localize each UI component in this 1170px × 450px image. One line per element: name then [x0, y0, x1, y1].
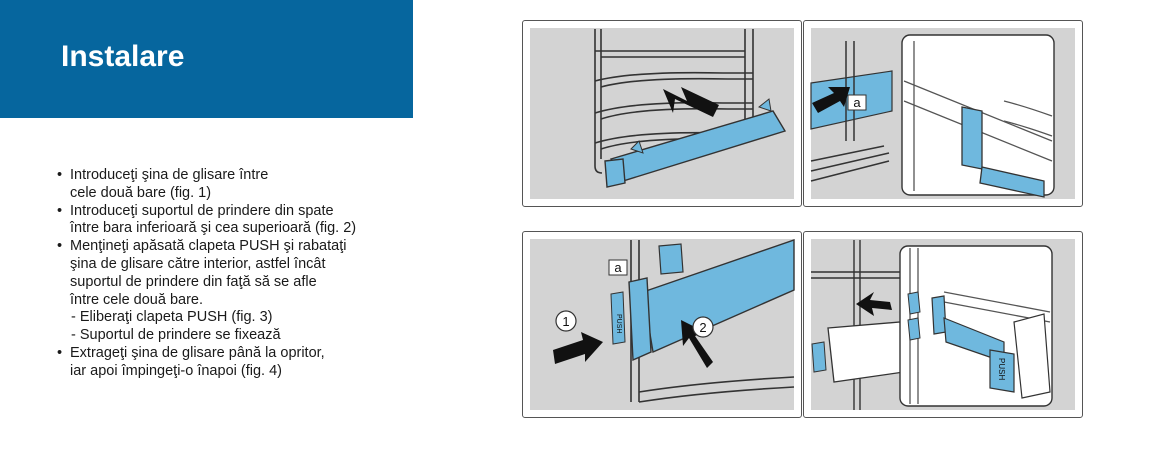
bullet-icon: • [57, 202, 63, 219]
list-item: • Introduceţi suportul de prindere din s… [57, 203, 417, 239]
figure-3-illustration: PUSH a 1 2 [530, 239, 795, 410]
step-line: Introduceţi şina de glisare între [70, 167, 269, 183]
figure-4: PUSH 4 [803, 231, 1083, 418]
marker-2: 2 [699, 320, 706, 335]
step-line: între cele două bare. [70, 291, 204, 308]
push-label: PUSH [997, 358, 1006, 380]
section-header: Instalare [0, 0, 413, 118]
step-line: suportul de prindere din faţă să se afle [70, 273, 317, 290]
step-line: şina de glisare către interior, astfel î… [70, 255, 326, 272]
step-line: între bara inferioară şi cea superioară … [70, 220, 357, 237]
bullet-icon: • [57, 344, 63, 361]
sub-step: - Eliberaţi clapeta PUSH (fig. 3) [71, 309, 273, 326]
marker-1: 1 [562, 314, 569, 329]
bullet-icon: • [57, 167, 63, 183]
figure-1-illustration [530, 28, 794, 199]
bullet-icon: • [57, 238, 63, 255]
callout-label: a [614, 260, 622, 275]
list-item: • Menţineţi apăsată clapeta PUSH şi raba… [57, 238, 417, 345]
list-item: • Extrageţi şina de glisare până la opri… [57, 345, 417, 381]
figure-4-illustration: PUSH [811, 239, 1075, 410]
sub-step: - Suportul de prindere se fixează [71, 327, 281, 344]
step-line: Menţineţi apăsată clapeta PUSH şi rabata… [70, 238, 347, 255]
instruction-list: • Introduceţi şina de glisare între cele… [57, 167, 417, 381]
figure-2: a 2 [803, 20, 1083, 207]
callout-label: a [853, 95, 861, 110]
figure-3: PUSH a 1 2 3 [522, 231, 802, 418]
step-line: Introduceţi suportul de prindere din spa… [70, 202, 334, 219]
page-title: Instalare [61, 40, 185, 73]
step-line: Extrageţi şina de glisare până la oprito… [70, 344, 325, 361]
figure-1: 1 [522, 20, 802, 207]
step-line: iar apoi împingeţi-o înapoi (fig. 4) [70, 362, 282, 379]
figure-2-illustration: a [810, 28, 1075, 199]
step-line: cele două bare (fig. 1) [70, 184, 212, 201]
push-label: PUSH [615, 314, 622, 333]
list-item: • Introduceţi şina de glisare între cele… [57, 167, 417, 203]
